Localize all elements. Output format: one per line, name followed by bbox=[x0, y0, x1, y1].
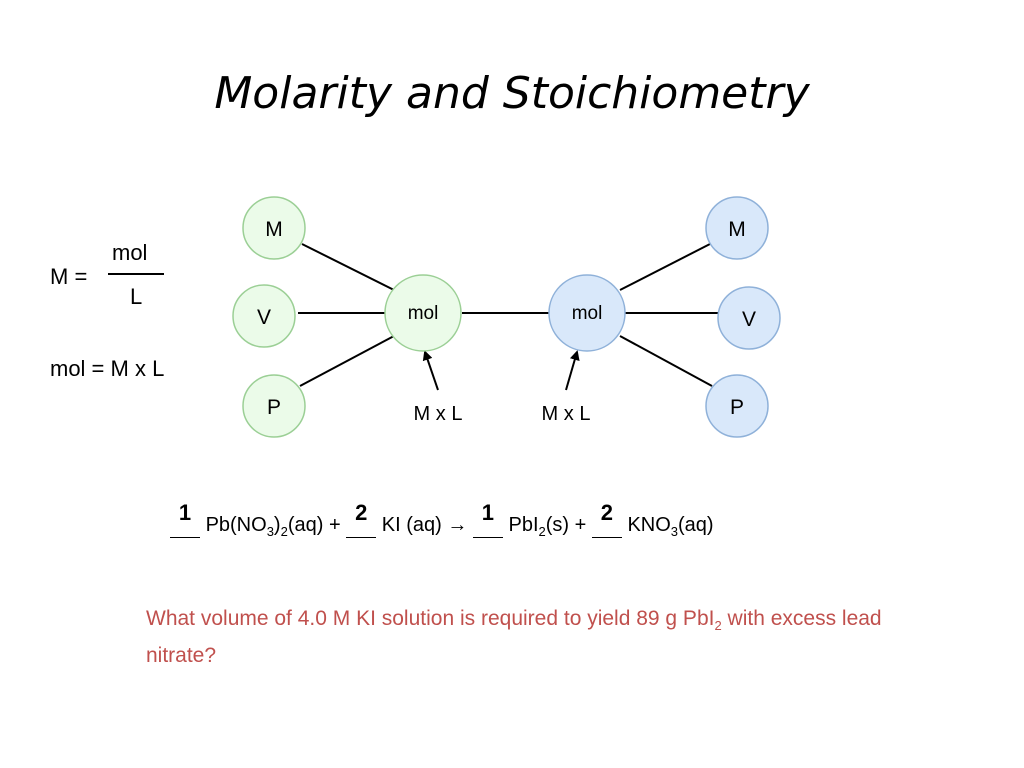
coefficient-blank: 1 bbox=[170, 500, 200, 538]
node-right-p: P bbox=[705, 374, 769, 438]
connector-line bbox=[301, 243, 395, 291]
question-part: What volume of 4.0 M KI solution is requ… bbox=[146, 607, 715, 630]
formula-denominator: L bbox=[130, 284, 143, 309]
equation-term: (aq) bbox=[678, 514, 714, 536]
svg-text:V: V bbox=[742, 308, 756, 331]
svg-text:P: P bbox=[730, 396, 744, 419]
subscript: 3 bbox=[670, 524, 679, 539]
svg-text:mol: mol bbox=[572, 303, 603, 324]
coefficient-blank: 1 bbox=[472, 500, 503, 538]
question-text: What volume of 4.0 M KI solution is requ… bbox=[146, 604, 926, 671]
equation-term: (s) + bbox=[545, 514, 587, 536]
fraction-bar bbox=[108, 273, 164, 275]
subscript: 2 bbox=[280, 524, 288, 539]
node-right-m: M bbox=[705, 196, 769, 260]
balanced-equation: 1 Pb(NO3)2(aq) + 2 KI (aq) → 1 PbI2(s) +… bbox=[170, 500, 714, 539]
formula-lhs: M = bbox=[50, 264, 88, 289]
node-left-v: V bbox=[232, 284, 296, 348]
node-right-v: V bbox=[717, 286, 781, 350]
formula-numerator: mol bbox=[112, 240, 148, 265]
node-left-m: M bbox=[242, 196, 306, 260]
connector-line bbox=[299, 335, 395, 387]
equation-term: (aq) + bbox=[287, 514, 341, 536]
subscript: 2 bbox=[538, 524, 546, 539]
svg-text:M: M bbox=[265, 218, 283, 241]
arrow-left bbox=[422, 350, 439, 391]
arrows bbox=[422, 350, 580, 391]
node-left-p: P bbox=[242, 374, 306, 438]
coefficient: 2 bbox=[355, 500, 368, 525]
connector-line bbox=[619, 243, 711, 291]
arrow-label-left: M x L bbox=[414, 403, 463, 425]
svg-text:mol: mol bbox=[408, 303, 439, 324]
reaction-arrow-icon: → bbox=[447, 514, 468, 536]
coefficient: 2 bbox=[600, 500, 613, 525]
subscript: 2 bbox=[714, 618, 722, 634]
equation-term: KI (aq) bbox=[381, 514, 442, 536]
connector-lines bbox=[298, 243, 722, 387]
svg-text:V: V bbox=[257, 306, 271, 329]
equation-term: ) bbox=[273, 514, 281, 536]
coefficient: 1 bbox=[178, 500, 192, 525]
question-part: with excess lead nitrate? bbox=[146, 607, 882, 668]
svg-text:M: M bbox=[728, 218, 746, 241]
equation-term: KNO bbox=[627, 514, 671, 536]
coefficient: 1 bbox=[481, 500, 495, 525]
coefficient-blank: 2 bbox=[591, 500, 622, 538]
coefficient-blank: 2 bbox=[346, 500, 377, 538]
svg-text:P: P bbox=[267, 396, 281, 419]
node-left-mol: mol bbox=[384, 274, 462, 352]
equation-term: Pb(NO bbox=[205, 514, 267, 536]
formula-rearranged: mol = M x L bbox=[50, 356, 165, 381]
page-title: Molarity and Stoichiometry bbox=[214, 68, 810, 119]
arrow-right bbox=[565, 350, 580, 391]
node-right-mol: mol bbox=[548, 274, 626, 352]
connector-line bbox=[619, 335, 713, 387]
equation-term: PbI bbox=[508, 514, 539, 536]
arrow-label-right: M x L bbox=[542, 403, 591, 425]
subscript: 3 bbox=[266, 524, 274, 539]
